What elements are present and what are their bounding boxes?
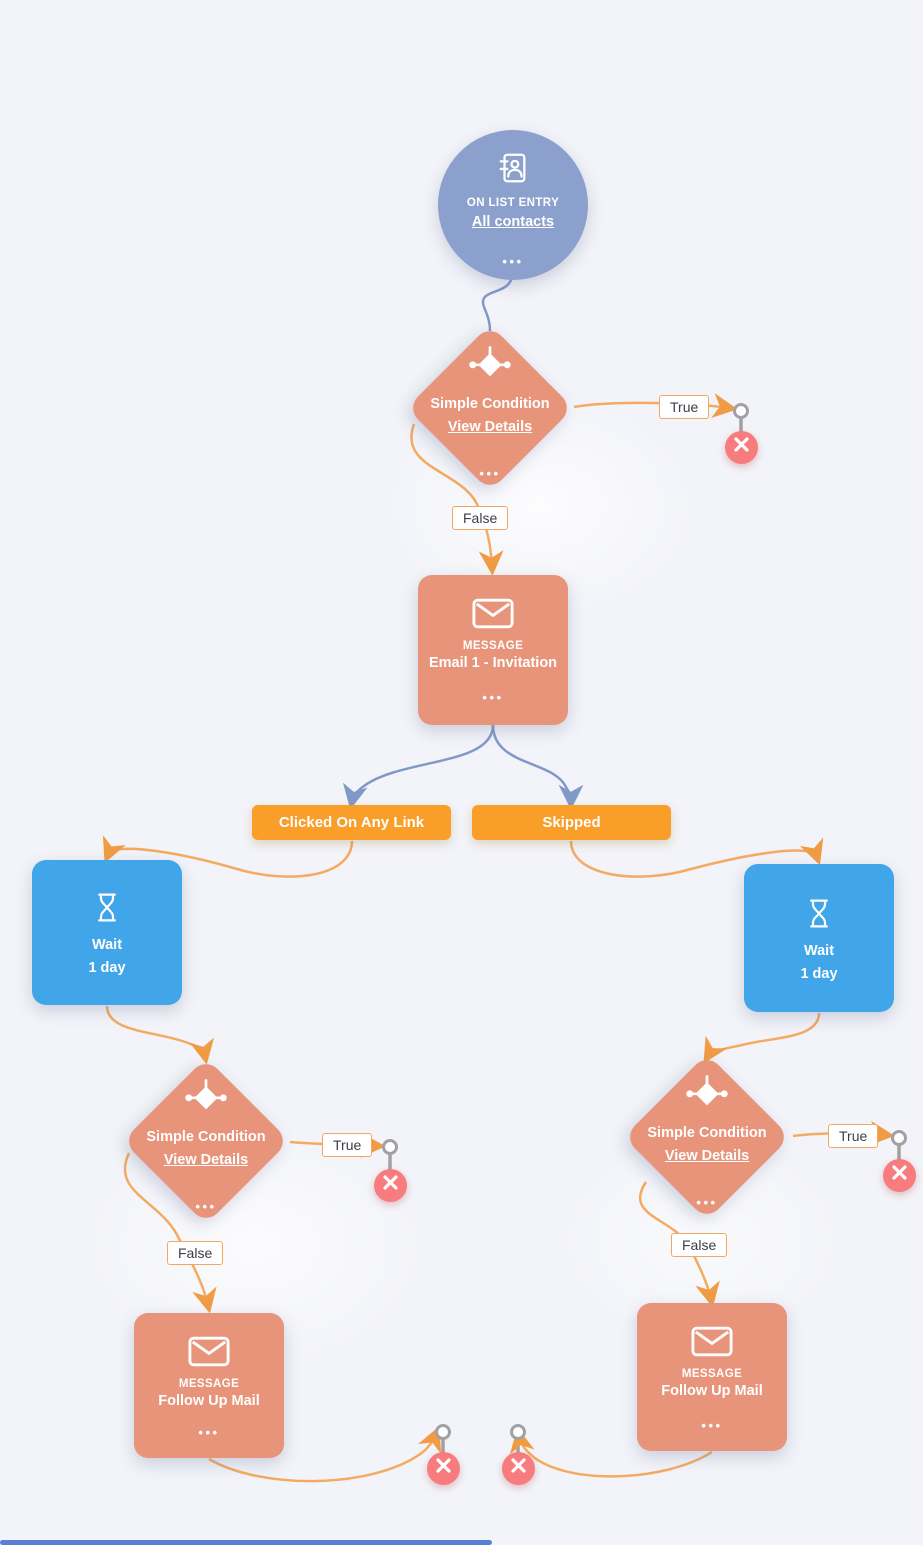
condition-branch-icon <box>683 1072 731 1117</box>
delete-node-left-true[interactable] <box>373 1166 407 1204</box>
edge-label-false-left: False <box>167 1241 224 1265</box>
connection-point-right-true[interactable] <box>890 1129 907 1146</box>
condition-title: Simple Condition <box>146 1129 266 1145</box>
branch-button-clicked-any-link[interactable]: Clicked On Any Link <box>252 805 451 840</box>
edge-label-false-top: False <box>452 506 509 530</box>
hourglass-icon <box>94 892 120 928</box>
condition-view-details-link[interactable]: View Details <box>447 419 533 435</box>
wait-title: Wait <box>91 937 123 953</box>
edge-label-true-left: True <box>322 1133 373 1157</box>
condition-title: Simple Condition <box>647 1125 767 1141</box>
condition-view-details-link[interactable]: View Details <box>664 1148 750 1164</box>
wait-duration: 1 day <box>88 960 126 976</box>
horizontal-scrollbar-thumb[interactable] <box>0 1540 492 1545</box>
message-menu-button[interactable]: ••• <box>701 1418 723 1433</box>
envelope-icon <box>188 1335 230 1373</box>
wait-title: Wait <box>803 943 835 959</box>
message-title: Follow Up Mail <box>661 1383 763 1399</box>
delete-node-bottom-left[interactable] <box>426 1449 460 1487</box>
close-icon <box>502 1449 535 1487</box>
condition-branch-icon <box>182 1076 230 1121</box>
edge-label-false-right: False <box>671 1233 728 1257</box>
message-node-followup-right[interactable]: MESSAGE Follow Up Mail ••• <box>637 1303 787 1451</box>
condition-menu-button[interactable]: ••• <box>696 1195 718 1210</box>
message-title: Follow Up Mail <box>158 1393 260 1409</box>
close-icon <box>883 1156 916 1194</box>
contact-book-icon <box>496 151 530 190</box>
condition-title: Simple Condition <box>430 396 550 412</box>
message-menu-button[interactable]: ••• <box>482 690 504 705</box>
condition-branch-icon <box>466 343 514 388</box>
condition-node-top[interactable]: Simple Condition View Details ••• <box>406 324 574 492</box>
wait-node-right[interactable]: Wait 1 day <box>744 864 894 1012</box>
envelope-icon <box>691 1325 733 1363</box>
connection-point-bottom-right[interactable] <box>509 1423 526 1440</box>
envelope-icon <box>472 597 514 635</box>
condition-menu-button[interactable]: ••• <box>195 1199 217 1214</box>
message-menu-button[interactable]: ••• <box>198 1425 220 1440</box>
condition-menu-button[interactable]: ••• <box>479 466 501 481</box>
message-node-email1[interactable]: MESSAGE Email 1 - Invitation ••• <box>418 575 568 725</box>
delete-node-bottom-right[interactable] <box>501 1449 535 1487</box>
wait-duration: 1 day <box>800 966 838 982</box>
condition-node-left[interactable]: Simple Condition View Details ••• <box>122 1057 290 1225</box>
entry-menu-button[interactable]: ••• <box>502 254 524 269</box>
branch-button-skipped[interactable]: Skipped <box>472 805 671 840</box>
connection-point-left-true[interactable] <box>381 1138 398 1155</box>
condition-node-right[interactable]: Simple Condition View Details ••• <box>623 1053 791 1221</box>
message-node-followup-left[interactable]: MESSAGE Follow Up Mail ••• <box>134 1313 284 1458</box>
message-type-label: MESSAGE <box>178 1378 240 1390</box>
wait-node-left[interactable]: Wait 1 day <box>32 860 182 1005</box>
delete-node-right-true[interactable] <box>882 1156 916 1194</box>
entry-list-link[interactable]: All contacts <box>471 214 555 230</box>
edge-label-true-top: True <box>659 395 710 419</box>
connection-point-top-true[interactable] <box>732 402 749 419</box>
hourglass-icon <box>806 898 832 934</box>
close-icon <box>427 1449 460 1487</box>
close-icon <box>725 428 758 466</box>
close-icon <box>374 1166 407 1204</box>
message-title: Email 1 - Invitation <box>428 655 558 671</box>
message-type-label: MESSAGE <box>681 1368 743 1380</box>
edge-label-true-right: True <box>828 1124 879 1148</box>
delete-node-top-true[interactable] <box>724 428 758 466</box>
connection-point-bottom-left[interactable] <box>434 1423 451 1440</box>
message-type-label: MESSAGE <box>462 640 524 652</box>
entry-node-on-list-entry[interactable]: ON LIST ENTRY All contacts ••• <box>438 130 588 280</box>
condition-view-details-link[interactable]: View Details <box>163 1152 249 1168</box>
entry-type-label: ON LIST ENTRY <box>466 197 560 209</box>
